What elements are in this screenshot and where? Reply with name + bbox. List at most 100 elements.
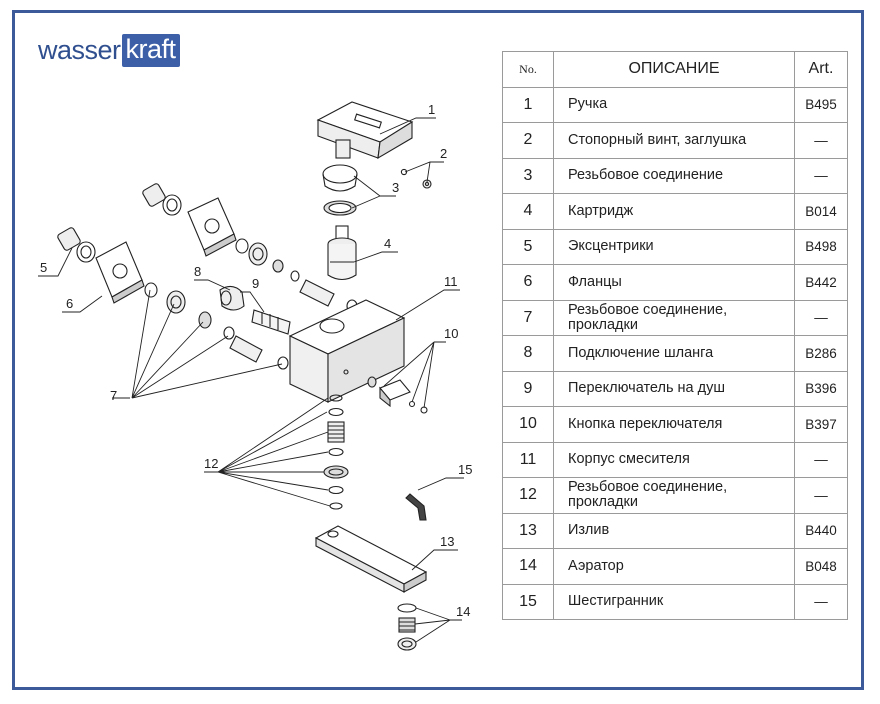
callout-11: 11 bbox=[444, 274, 458, 289]
callout-13: 13 bbox=[440, 534, 454, 549]
cell-no: 2 bbox=[502, 122, 554, 159]
cell-art: B442 bbox=[794, 264, 848, 301]
cell-description: Фланцы bbox=[553, 264, 795, 301]
cell-art: — bbox=[794, 583, 848, 620]
cell-description: Кнопка переключателя bbox=[553, 406, 795, 443]
cell-no: 8 bbox=[502, 335, 554, 372]
cell-no: 4 bbox=[502, 193, 554, 230]
leader-lines bbox=[38, 117, 464, 643]
cell-no: 12 bbox=[502, 477, 554, 514]
callout-2: 2 bbox=[440, 146, 447, 161]
callout-8: 8 bbox=[194, 264, 201, 279]
cell-no: 1 bbox=[502, 86, 554, 123]
cell-description: Эксцентрики bbox=[553, 228, 795, 265]
cell-art: — bbox=[794, 299, 848, 336]
cell-art: B397 bbox=[794, 406, 848, 443]
cell-art: B495 bbox=[794, 86, 848, 123]
brand-highlight: kraft bbox=[121, 34, 180, 67]
callout-7: 7 bbox=[110, 388, 117, 403]
page-frame bbox=[12, 10, 864, 690]
cell-description: Резьбовое соединение bbox=[553, 157, 795, 194]
part-flanges bbox=[95, 197, 237, 304]
cell-art: B048 bbox=[794, 548, 848, 585]
header-description: ОПИСАНИЕ bbox=[553, 51, 795, 88]
cell-no: 9 bbox=[502, 370, 554, 407]
callout-5: 5 bbox=[40, 260, 47, 275]
cell-no: 11 bbox=[502, 441, 554, 478]
cell-description: Аэратор bbox=[553, 548, 795, 585]
parts-table-header: No. ОПИСАНИЕ Art. bbox=[502, 51, 848, 88]
part-set-screw bbox=[400, 168, 432, 189]
header-no: No. bbox=[502, 51, 554, 88]
part-diverter-button bbox=[367, 376, 428, 414]
cell-description: Резьбовое соединение, прокладки bbox=[553, 477, 795, 514]
cell-no: 7 bbox=[502, 299, 554, 336]
cell-no: 6 bbox=[502, 264, 554, 301]
cell-description: Резьбовое соединение, прокладки bbox=[553, 299, 795, 336]
callout-9: 9 bbox=[252, 276, 259, 291]
cell-no: 13 bbox=[502, 512, 554, 549]
callout-4: 4 bbox=[384, 236, 391, 251]
callout-10: 10 bbox=[444, 326, 458, 341]
header-art: Art. bbox=[794, 51, 848, 88]
cell-art: B440 bbox=[794, 512, 848, 549]
part-threaded-connections bbox=[144, 238, 358, 370]
cell-no: 5 bbox=[502, 228, 554, 265]
cell-description: Ручка bbox=[553, 86, 795, 123]
part-threaded-rings bbox=[322, 164, 358, 216]
callout-14: 14 bbox=[456, 604, 470, 619]
cell-description: Излив bbox=[553, 512, 795, 549]
part-handle bbox=[316, 101, 414, 160]
cell-description: Картридж bbox=[553, 193, 795, 230]
cell-no: 14 bbox=[502, 548, 554, 585]
callout-numbers: 1 2 3 4 5 6 7 8 9 10 11 12 15 13 14 bbox=[40, 102, 472, 619]
cell-art: — bbox=[794, 122, 848, 159]
part-hose-connection bbox=[219, 285, 245, 311]
cell-description: Стопорный винт, заглушка bbox=[553, 122, 795, 159]
cell-description: Корпус смесителя bbox=[553, 441, 795, 478]
cell-art: B498 bbox=[794, 228, 848, 265]
part-cartridge bbox=[327, 225, 357, 281]
callout-12: 12 bbox=[204, 456, 218, 471]
cell-art: B286 bbox=[794, 335, 848, 372]
part-mixer-body bbox=[288, 299, 406, 403]
part-eccentrics bbox=[57, 183, 182, 263]
cell-description: Переключатель на душ bbox=[553, 370, 795, 407]
cell-no: 15 bbox=[502, 583, 554, 620]
part-spout bbox=[314, 525, 428, 593]
callout-1: 1 bbox=[428, 102, 435, 117]
part-diverter bbox=[251, 309, 291, 335]
cell-description: Подключение шланга bbox=[553, 335, 795, 372]
cell-art: — bbox=[794, 441, 848, 478]
part-aerator bbox=[397, 603, 417, 651]
cell-art: B396 bbox=[794, 370, 848, 407]
callout-6: 6 bbox=[66, 296, 73, 311]
callout-3: 3 bbox=[392, 180, 399, 195]
cell-art: B014 bbox=[794, 193, 848, 230]
callout-15: 15 bbox=[458, 462, 472, 477]
cell-no: 3 bbox=[502, 157, 554, 194]
cell-no: 10 bbox=[502, 406, 554, 443]
cell-description: Шестигранник bbox=[553, 583, 795, 620]
part-hex-key bbox=[405, 493, 427, 521]
brand-prefix: wasser bbox=[38, 35, 121, 65]
